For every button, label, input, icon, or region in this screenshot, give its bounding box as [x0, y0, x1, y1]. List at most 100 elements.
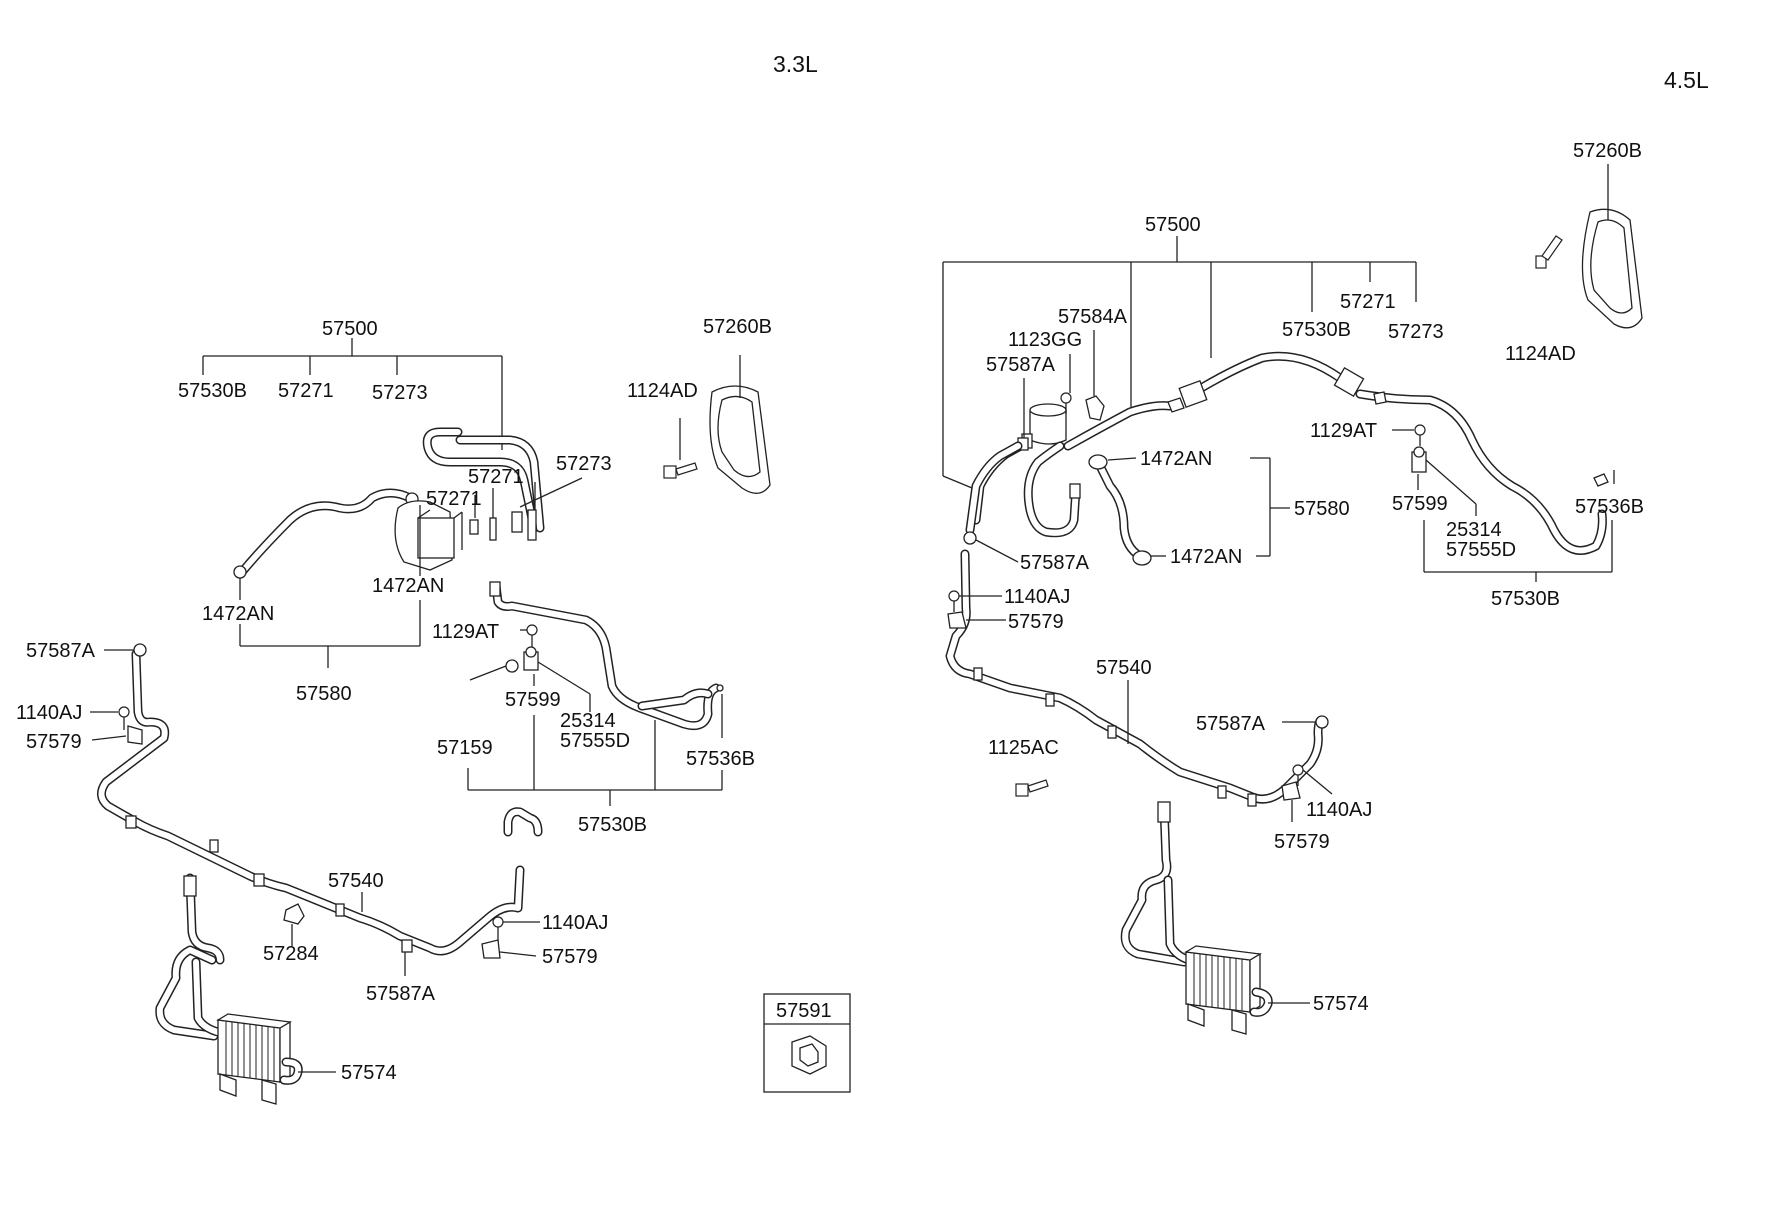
left-label-57540: 57540: [328, 870, 384, 892]
left-label-57587a-b: 57587A: [366, 983, 436, 1005]
left-label-1140aj-a: 1140AJ: [16, 702, 82, 724]
right-label-57540: 57540: [1096, 657, 1152, 679]
left-section: 57500 57530B 57271 57273 57260B 1124AD: [16, 316, 772, 1105]
left-label-57284: 57284: [263, 943, 319, 965]
right-label-57574: 57574: [1313, 993, 1369, 1015]
left-bolt-1140aj-b-icon: [492, 916, 540, 942]
right-label-57587a-a: 57587A: [986, 354, 1056, 376]
right-label-57587a-c: 57587A: [1196, 713, 1266, 735]
right-label-57587a-b: 57587A: [1020, 552, 1090, 574]
right-label-1125ac: 1125AC: [988, 737, 1059, 759]
inset-box: 57591: [763, 993, 851, 1093]
right-label-1472an-b: 1472AN: [1170, 546, 1242, 568]
left-bracket-57284-icon: [283, 903, 305, 946]
right-hose-end-icon: [1593, 470, 1615, 487]
left-bracket-57579-a-icon: [91, 725, 143, 745]
left-bolt-1140aj-a-icon: [90, 706, 130, 730]
left-bolt-1129at-icon: [520, 624, 538, 648]
right-label-57273-top: 57273: [1388, 321, 1444, 343]
right-clip-57584a-icon: [1085, 330, 1105, 421]
right-label-57580: 57580: [1294, 498, 1350, 520]
left-label-57579-b: 57579: [542, 946, 598, 968]
left-label-1472an-a: 1472AN: [202, 603, 274, 625]
right-label-57579-a: 57579: [1008, 611, 1064, 633]
right-label-1472an-a: 1472AN: [1140, 448, 1212, 470]
left-label-57530b-bottom: 57530B: [578, 814, 647, 836]
right-label-1129at: 1129AT: [1310, 420, 1377, 442]
right-label-1124ad: 1124AD: [1505, 343, 1576, 365]
section-title-3-3l: 3.3L: [773, 51, 818, 77]
left-main-tube: [97, 649, 543, 956]
left-assy-bracket: [202, 338, 503, 450]
left-label-25314: 25314: [560, 710, 616, 732]
right-bolt-1125ac-icon: [1015, 779, 1049, 797]
right-label-1140aj-a: 1140AJ: [1004, 586, 1070, 608]
left-return-hose: [489, 581, 724, 731]
left-label-1140aj-b: 1140AJ: [542, 912, 608, 934]
left-reservoir: [394, 500, 463, 571]
left-shield-bolt-icon: [663, 418, 698, 479]
left-heat-shield: [709, 355, 771, 494]
right-label-57260b: 57260B: [1573, 140, 1642, 162]
left-oil-cooler: [216, 1013, 336, 1105]
left-cooler-hoses: [155, 873, 231, 1041]
left-label-57555d: 57555D: [560, 730, 630, 752]
right-clip-57587a-c-icon: [1282, 715, 1329, 729]
left-hose-group-bracket: [239, 505, 421, 668]
left-bracket-57579-b-icon: [481, 939, 537, 959]
left-label-57500: 57500: [322, 318, 378, 340]
right-label-1123gg: 1123GG: [1008, 329, 1082, 351]
right-label-57271-top: 57271: [1340, 291, 1396, 313]
left-label-57579-a: 57579: [26, 731, 82, 753]
section-title-4-5l: 4.5L: [1664, 67, 1709, 93]
right-label-57530b-top: 57530B: [1282, 319, 1351, 341]
right-bracket-57579-b-icon: [1281, 781, 1301, 822]
right-drop-hose: [963, 441, 1023, 563]
left-label-57599: 57599: [505, 689, 561, 711]
left-label-57574: 57574: [341, 1062, 397, 1084]
left-label-57260b: 57260B: [703, 316, 772, 338]
left-upper-hose-assy: [233, 427, 545, 579]
right-heat-shield: [1581, 164, 1643, 329]
left-label-1124ad: 1124AD: [627, 380, 698, 402]
left-label-57536b: 57536B: [686, 748, 755, 770]
right-shield-bolt-icon: [1535, 235, 1563, 269]
inset-label-57591: 57591: [776, 1000, 832, 1022]
right-label-57584a: 57584A: [1058, 306, 1128, 328]
left-label-57159: 57159: [437, 737, 493, 759]
right-main-tube: [945, 549, 1327, 807]
left-fittings: [469, 477, 583, 541]
left-label-57273-top: 57273: [372, 382, 428, 404]
left-clip-icon: [104, 643, 147, 657]
left-label-57271-b: 57271: [426, 488, 482, 510]
right-label-57579-b: 57579: [1274, 831, 1330, 853]
left-label-57530b-top: 57530B: [178, 380, 247, 402]
right-label-57500: 57500: [1145, 214, 1201, 236]
left-label-57271-a: 57271: [468, 466, 524, 488]
right-upper-hose-assy: [1063, 351, 1607, 555]
right-bolt-1123gg-icon: [1060, 354, 1072, 414]
right-bracket-57579-a-icon: [947, 611, 1006, 629]
right-hose-group-b-bracket: [1423, 520, 1613, 582]
right-valve-icon: [1411, 446, 1477, 516]
left-label-57271-top: 57271: [278, 380, 334, 402]
right-bolt-1140aj-b-icon: [1292, 764, 1333, 795]
right-label-25314: 25314: [1446, 519, 1502, 541]
right-label-57599: 57599: [1392, 493, 1448, 515]
left-label-57587a-a: 57587A: [26, 640, 96, 662]
right-hose-group: [1088, 454, 1290, 566]
right-cooler-hoses: [1120, 801, 1201, 967]
right-label-57555d: 57555D: [1446, 539, 1516, 561]
left-label-57273: 57273: [556, 453, 612, 475]
right-section: 57500 57530B 57271 57273 57260B 1124AD: [942, 140, 1644, 1035]
left-valve-icon: [469, 646, 591, 712]
clip-icon: [791, 1035, 827, 1075]
right-clip-57587a-a-icon: [1017, 378, 1029, 451]
right-bolt-1140aj-a-icon: [948, 590, 1002, 612]
left-label-57580: 57580: [296, 683, 352, 705]
right-bolt-1129at-icon: [1392, 424, 1426, 446]
right-assy-bracket: [942, 236, 1417, 489]
right-label-57536b: 57536B: [1575, 496, 1644, 518]
left-label-1472an-b: 1472AN: [372, 575, 444, 597]
